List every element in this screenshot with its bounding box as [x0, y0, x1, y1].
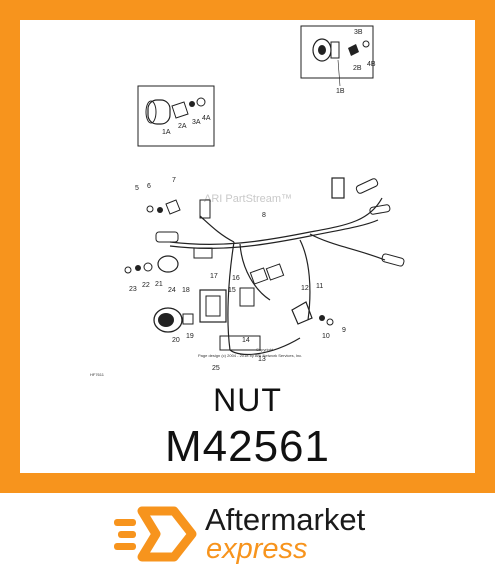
copyright-line-2: Page design (c) 2004 - 2018 by ARI Netwo… — [198, 353, 302, 358]
callout-3a: 3A — [192, 119, 201, 126]
inset-box-a — [137, 85, 215, 147]
callout-6: 6 — [147, 183, 151, 190]
callout-23: 23 — [129, 286, 137, 293]
callout-20: 20 — [172, 337, 180, 344]
callout-24: 24 — [168, 287, 176, 294]
callout-15: 15 — [228, 287, 236, 294]
callout-12: 12 — [301, 285, 309, 292]
callout-19: 19 — [186, 333, 194, 340]
callout-22: 22 — [142, 282, 150, 289]
inset-box-b — [300, 25, 374, 79]
callout-25: 25 — [212, 365, 220, 372]
watermark: ARI PartStream™ — [204, 193, 292, 205]
brand-name-line-1: Aftermarket — [205, 502, 366, 537]
callout-18: 18 — [182, 287, 190, 294]
brand-name-line-2: express — [206, 533, 308, 565]
callout-5: 5 — [135, 185, 139, 192]
callout-4b: 4B — [367, 61, 376, 68]
part-type: NUT — [213, 382, 282, 418]
callout-7: 7 — [172, 177, 176, 184]
copyright-line-1: Copyright — [256, 347, 274, 352]
callout-8: 8 — [262, 212, 266, 219]
callout-2a: 2A — [178, 123, 187, 130]
hexagon-speed-icon — [114, 506, 197, 562]
part-number: M42561 — [164, 422, 330, 471]
callout-16: 16 — [232, 275, 240, 282]
parts-diagram: 1B 2B 3B 4B 1A 2A 3A 4A ARI PartStream™ — [90, 25, 405, 377]
callout-9: 9 — [342, 327, 346, 334]
callout-1b: 1B — [336, 88, 345, 95]
wire-harness — [169, 197, 386, 356]
callout-4a: 4A — [202, 115, 211, 122]
callout-1a: 1A — [162, 129, 171, 136]
callout-11: 11 — [316, 283, 323, 290]
callout-14: 14 — [242, 337, 250, 344]
figure-code: HF7611 — [90, 372, 105, 377]
callout-3b: 3B — [354, 29, 363, 36]
product-card: 1B 2B 3B 4B 1A 2A 3A 4A ARI PartStream™ — [20, 20, 475, 473]
callout-13: 13 — [258, 356, 266, 363]
callout-10: 10 — [322, 333, 330, 340]
callout-2b: 2B — [353, 65, 362, 72]
footer — [0, 493, 495, 575]
callout-21: 21 — [155, 281, 163, 288]
callout-17: 17 — [210, 273, 218, 280]
